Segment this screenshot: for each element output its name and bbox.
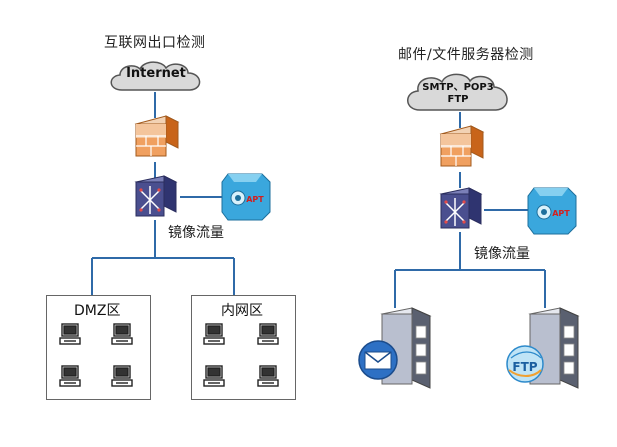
computer-icon bbox=[59, 365, 81, 387]
apt-device-icon: APT bbox=[527, 187, 577, 235]
ftp-icon: FTP bbox=[506, 345, 544, 383]
server-icon bbox=[380, 307, 432, 389]
cloud-label-line2: FTP bbox=[447, 94, 469, 105]
apt-label: APT bbox=[246, 195, 264, 204]
cloud-label: Internet bbox=[126, 66, 186, 81]
mirror-label-left: 镜像流量 bbox=[168, 225, 224, 241]
right-title: 邮件/文件服务器检测 bbox=[398, 47, 534, 63]
apt-label: APT bbox=[552, 209, 570, 218]
computer-icon bbox=[59, 323, 81, 345]
apt-device-icon: APT bbox=[221, 173, 271, 221]
dmz-zone-label: DMZ区 bbox=[74, 303, 121, 319]
mirror-label-right: 镜像流量 bbox=[474, 246, 530, 262]
firewall-icon bbox=[439, 125, 485, 167]
computer-icon bbox=[203, 323, 225, 345]
cloud-icon bbox=[110, 61, 201, 91]
computer-icon bbox=[203, 365, 225, 387]
dmz-zone bbox=[46, 295, 151, 400]
computer-icon bbox=[111, 365, 133, 387]
computer-icon bbox=[257, 323, 279, 345]
computer-icon bbox=[257, 365, 279, 387]
left-title: 互联网出口检测 bbox=[104, 35, 206, 51]
cloud-icon bbox=[407, 73, 508, 111]
computer-icon bbox=[111, 323, 133, 345]
ftp-label: FTP bbox=[512, 360, 537, 374]
cloud-label-line1: SMTP、POP3 bbox=[422, 82, 494, 93]
switch-icon bbox=[134, 175, 178, 217]
firewall-icon bbox=[134, 115, 180, 157]
lan-zone-label: 内网区 bbox=[221, 303, 263, 319]
mail-icon bbox=[358, 340, 398, 380]
switch-icon bbox=[439, 187, 483, 229]
